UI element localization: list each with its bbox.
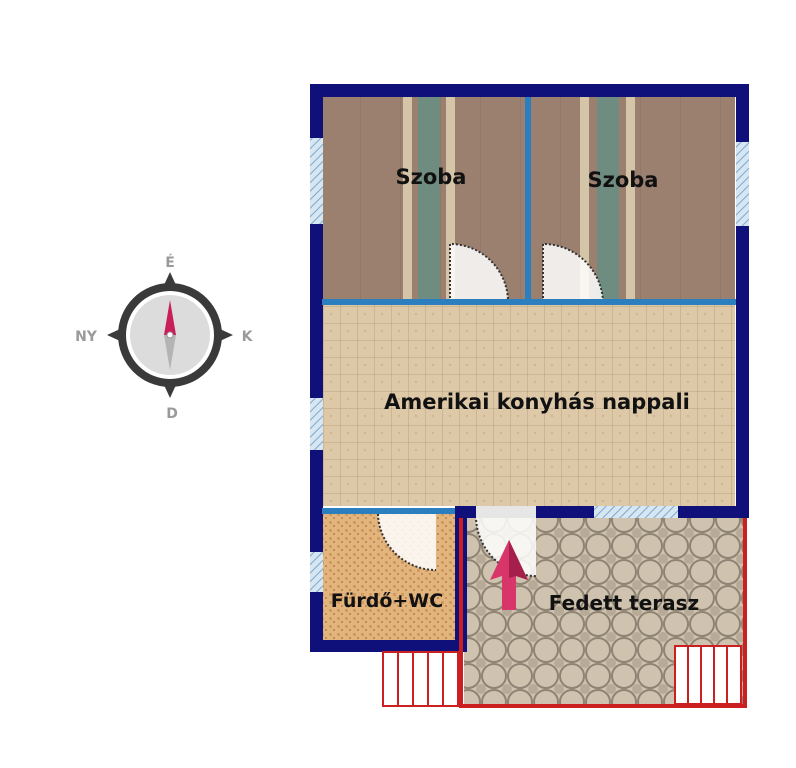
entrance-arrow-icon <box>490 540 528 610</box>
room-label-living-room: Amerikai konyhás nappali <box>384 390 690 414</box>
room-label-bathroom: Fürdő+WC <box>331 590 443 612</box>
compass-needle-icon <box>164 300 176 370</box>
stairs-left <box>382 651 459 707</box>
door-swing-bathroom <box>377 513 437 571</box>
room-label-bedroom-left: Szoba <box>396 165 467 189</box>
door-swing-entrance <box>475 515 537 577</box>
bedroom-right-rug <box>580 97 635 302</box>
door-swing-left-bedroom <box>449 242 509 303</box>
door-swing-right-bedroom <box>542 242 604 303</box>
bedroom-left-rug <box>403 97 455 302</box>
compass-east-label: K <box>242 329 254 345</box>
entrance-door-opening <box>476 506 536 518</box>
living-room-floor <box>322 305 735 506</box>
window-east-bedroom <box>736 142 749 226</box>
stairs-right <box>674 645 742 705</box>
room-label-bedroom-right: Szoba <box>588 168 659 192</box>
window-west-bedroom <box>310 138 323 224</box>
room-label-terrace: Fedett terasz <box>549 591 699 615</box>
window-west-living <box>310 398 323 450</box>
compass-south-label: D <box>166 406 178 422</box>
interior-walls <box>322 97 736 514</box>
window-south-living <box>594 506 678 518</box>
compass-west-label: NY <box>75 329 98 345</box>
terrace-outline <box>459 518 747 708</box>
compass-north-label: É <box>165 254 175 271</box>
window-west-bathroom <box>310 552 323 592</box>
compass: É D K NY <box>75 254 254 422</box>
